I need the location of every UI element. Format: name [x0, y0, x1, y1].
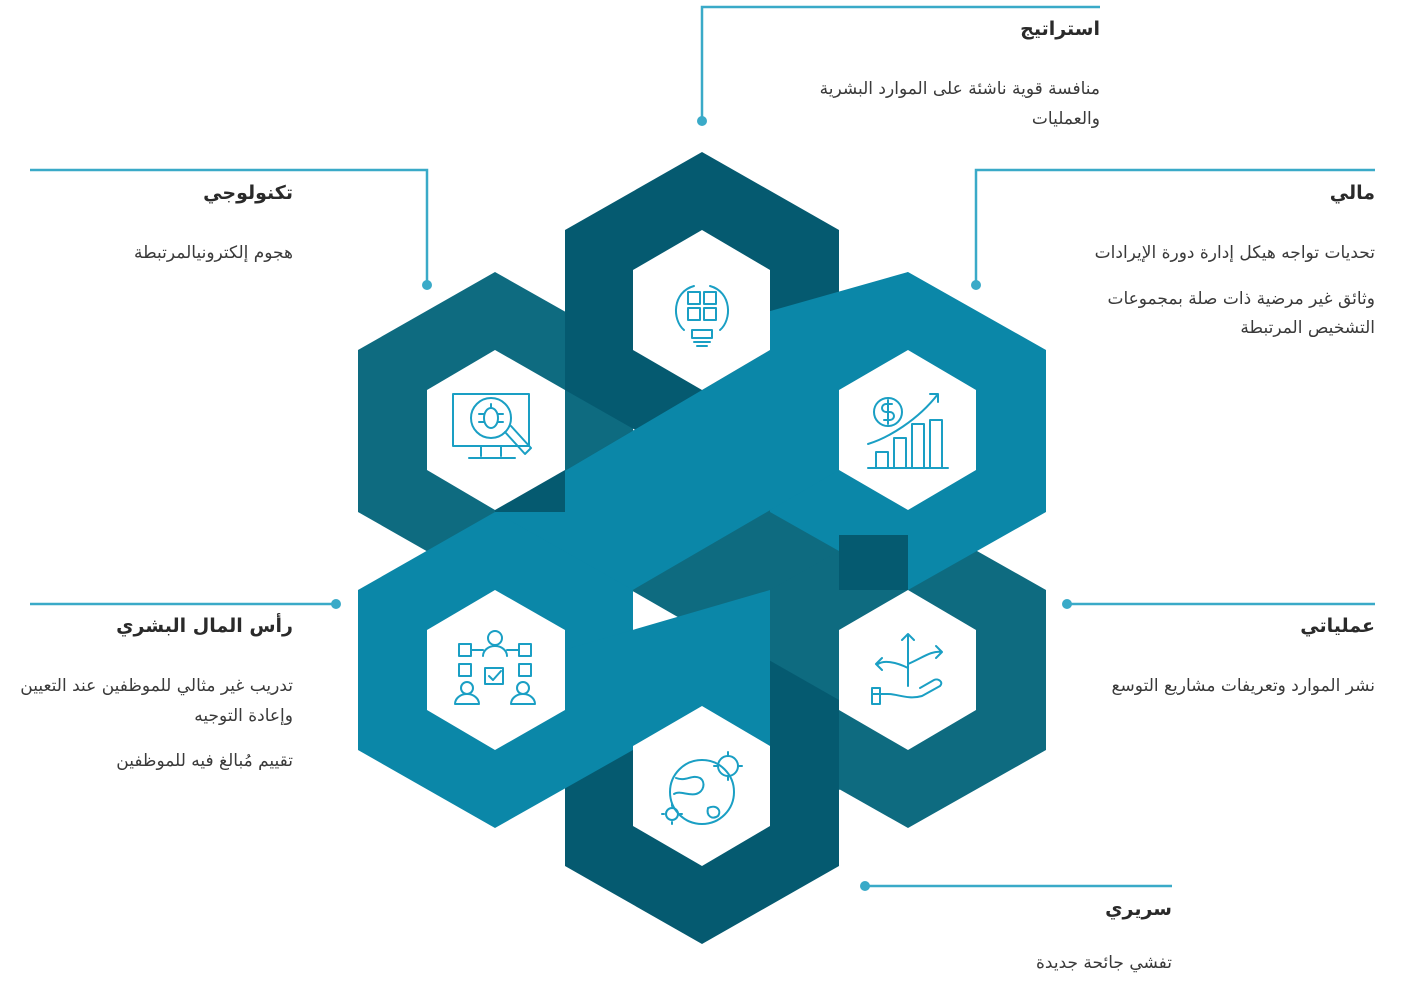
category-human-title: رأس المال البشري [116, 615, 293, 637]
inner-hex-human [427, 590, 565, 750]
dot-strategic [697, 116, 707, 126]
category-sovereign-line-1: تفشي جائحة جديدة [1036, 952, 1172, 973]
category-strategic-title: استراتيج [1020, 18, 1100, 40]
monitor-bug-magnifier-icon [452, 393, 532, 459]
lightbulb-puzzle-icon [674, 285, 730, 347]
globe-virus-icon [661, 751, 743, 825]
connector-strategic [700, 5, 1100, 121]
category-sovereign: سريري تفشي جائحة جديدة [852, 898, 1172, 995]
category-operations-title: عملياتي [1300, 615, 1375, 637]
dot-human [331, 599, 341, 609]
connector-dots [331, 116, 1072, 891]
inner-hex-strategic [633, 230, 770, 390]
connector-technology [30, 168, 429, 285]
category-strategic-line-1: منافسة قوية ناشئة على الموارد البشرية وا… [819, 78, 1100, 129]
connector-lines [30, 5, 1375, 888]
category-human-line-1: تدريب غير مثالي للموظفين عند التعيين وإع… [20, 675, 293, 726]
category-technology-line-1: هجوم إلكترونيالمرتبطة [133, 242, 293, 263]
inner-hex-technology [427, 350, 565, 510]
hand-arrows-icon [871, 633, 943, 705]
category-finance-line-2: وثائق غير مرضية ذات صلة بمجموعات التشخيص… [1107, 288, 1375, 339]
category-human-line-2: تقييم مُبالغ فيه للموظفين [116, 751, 293, 772]
category-finance-line-1: تحديات تواجه هيكل إدارة دورة الإيرادات [1094, 242, 1375, 263]
dot-finance [971, 280, 981, 290]
dot-technology [422, 280, 432, 290]
category-strategic: استراتيج منافسة قوية ناشئة على الموارد ا… [770, 18, 1100, 150]
connector-finance [974, 168, 1375, 285]
category-technology: تكنولوجي هجوم إلكترونيالمرتبطة [0, 182, 293, 285]
category-operations-line-1: نشر الموارد وتعريفات مشاريع التوسع [1111, 675, 1376, 696]
dot-sovereign [860, 881, 870, 891]
inner-hex-sovereign [633, 706, 770, 866]
category-human: رأس المال البشري تدريب غير مثالي للموظفي… [0, 615, 293, 793]
ribbons [358, 152, 1046, 944]
dot-operations [1062, 599, 1072, 609]
category-finance: مالي تحديات تواجه هيكل إدارة دورة الإيرا… [1055, 182, 1375, 360]
category-technology-title: تكنولوجي [203, 182, 293, 204]
category-sovereign-title: سريري [1105, 898, 1172, 920]
category-finance-title: مالي [1329, 182, 1375, 204]
org-people-icon [454, 630, 536, 705]
inner-hex-finance [839, 350, 976, 510]
dollar-growth-chart-icon [867, 393, 949, 469]
ribbon-cross-right [839, 535, 908, 590]
category-operations: عملياتي نشر الموارد وتعريفات مشاريع التو… [1055, 615, 1376, 718]
